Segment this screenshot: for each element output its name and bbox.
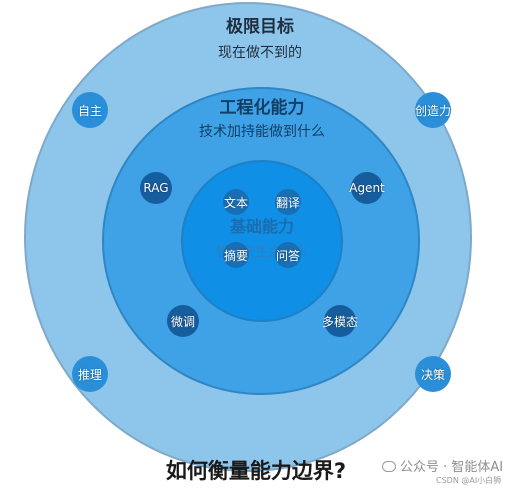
badge-qa: 问答	[275, 242, 301, 268]
badge-autonomy: 自主	[72, 92, 108, 128]
badge-text: 文本	[223, 189, 249, 215]
badge-translate: 翻译	[275, 189, 301, 215]
badge-finetune: 微调	[167, 305, 199, 337]
watermark: 公众号 · 智能体AI	[382, 456, 503, 475]
badge-multimodal: 多模态	[322, 305, 358, 337]
outer-ring-title: 极限目标	[226, 17, 294, 37]
middle-ring-subtitle: 技术加持能做到什么	[199, 124, 325, 140]
outer-ring-subtitle: 现在做不到的	[218, 45, 302, 61]
badge-reasoning: 推理	[72, 356, 108, 392]
diagram-question: 如何衡量能力边界?	[165, 459, 347, 483]
badge-summary: 摘要	[223, 242, 249, 268]
chat-bubble-icon	[382, 461, 396, 472]
inner-ring	[181, 160, 343, 322]
badge-agent: Agent	[349, 172, 385, 204]
watermark-text: 公众号 · 智能体AI	[400, 460, 504, 475]
badge-creativity: 创造力	[415, 92, 451, 128]
badge-rag: RAG	[140, 172, 172, 204]
badge-decision: 决策	[415, 356, 451, 392]
middle-ring-title: 工程化能力	[219, 98, 305, 118]
watermark-credit: CSDN @AI小白狮	[436, 476, 502, 485]
inner-ring-title: 基础能力	[229, 217, 295, 236]
